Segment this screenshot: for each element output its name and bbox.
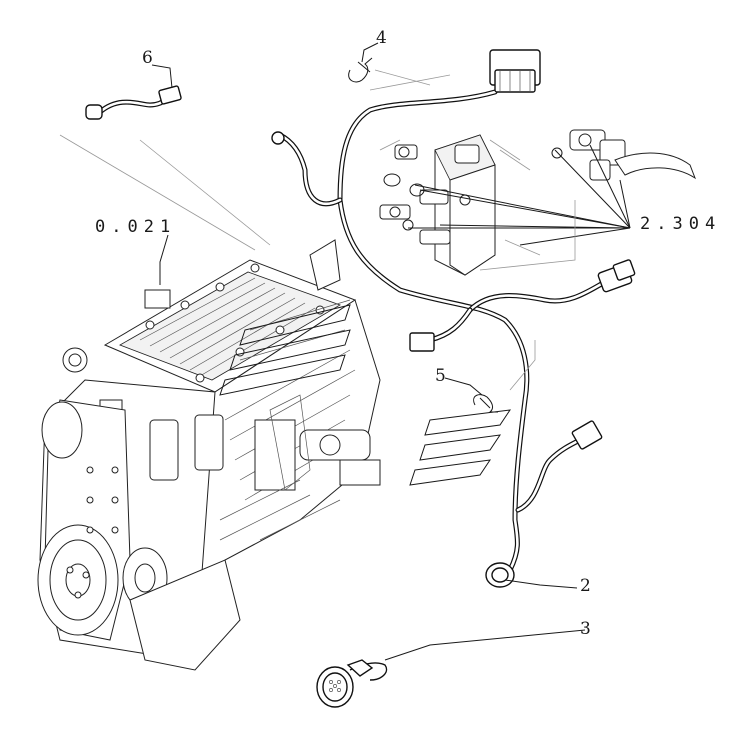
- clip-item-4: [348, 57, 373, 83]
- callout-5-label: 5: [435, 366, 446, 386]
- sensor-cable-item-6: [85, 85, 182, 120]
- harness-right-connector: [597, 259, 636, 293]
- sheet-arrows: [219, 304, 512, 491]
- harness-small-connector: [409, 332, 435, 352]
- callout-4-label: 4: [376, 28, 387, 48]
- harness-lower-connector: [571, 420, 603, 450]
- callout-6-label: 6: [142, 48, 153, 68]
- valve-reference-label: 2.304: [640, 214, 722, 234]
- wiring-harness: [271, 49, 636, 588]
- clip-item-5: [473, 394, 498, 413]
- o-rings: [383, 147, 563, 231]
- hydraulic-valve-block: [379, 129, 697, 276]
- harness-main-connector: [489, 49, 541, 93]
- engine-assembly: [37, 239, 381, 671]
- leader-lines: [59, 42, 631, 661]
- callout-3-label: 3: [580, 619, 591, 639]
- crankshaft-pulley: [37, 524, 119, 636]
- callout-2-label: 2: [580, 576, 591, 596]
- harness-round-connector: [485, 562, 515, 588]
- engine-reference-label: 0.021: [95, 217, 177, 237]
- plug-item-3: [316, 659, 388, 708]
